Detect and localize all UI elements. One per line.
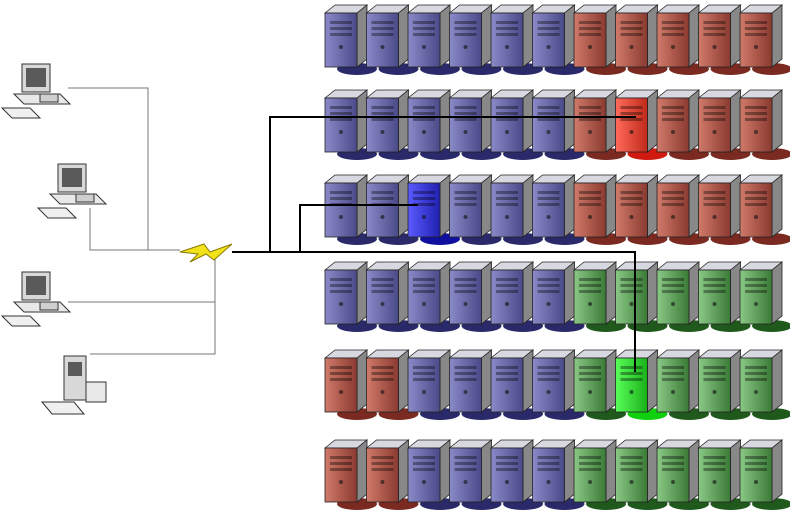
tower-server-icon[interactable] bbox=[738, 4, 790, 75]
server-row-3 bbox=[323, 174, 790, 245]
tower-server-icon[interactable] bbox=[572, 89, 626, 160]
tower-server-icon[interactable] bbox=[738, 439, 790, 510]
client-link-2 bbox=[89, 208, 180, 251]
tower-server-icon[interactable] bbox=[406, 89, 460, 160]
tower-server-icon[interactable] bbox=[323, 349, 377, 420]
server-row-4 bbox=[323, 261, 790, 332]
tower-server-icon[interactable] bbox=[489, 174, 543, 245]
server-grid bbox=[323, 4, 790, 510]
client-link-3 bbox=[68, 250, 216, 303]
tower-server-icon[interactable] bbox=[655, 89, 709, 160]
tower-server-icon[interactable] bbox=[738, 89, 790, 160]
tower-server-icon[interactable] bbox=[323, 4, 377, 75]
desktop-computer-icon[interactable] bbox=[0, 271, 72, 327]
tower-server-icon[interactable] bbox=[489, 89, 543, 160]
server-row-5 bbox=[323, 349, 790, 420]
tower-server-icon[interactable] bbox=[572, 349, 626, 420]
tower-computer-icon[interactable] bbox=[40, 355, 107, 415]
tower-server-icon[interactable] bbox=[406, 261, 460, 332]
server-row-6 bbox=[323, 439, 790, 510]
lightning-bolt-icon bbox=[179, 243, 233, 263]
tower-server-icon[interactable] bbox=[365, 4, 419, 75]
desktop-computer-icon[interactable] bbox=[0, 63, 72, 119]
tower-server-icon[interactable] bbox=[697, 349, 751, 420]
tower-server-icon[interactable] bbox=[365, 439, 419, 510]
client-links bbox=[68, 87, 216, 355]
server-row-2 bbox=[323, 89, 790, 160]
tower-server-icon[interactable] bbox=[531, 4, 585, 75]
connection-line-row3 bbox=[299, 204, 418, 252]
tower-server-icon[interactable] bbox=[697, 89, 751, 160]
tower-server-icon[interactable] bbox=[697, 4, 751, 75]
tower-server-icon[interactable] bbox=[738, 349, 790, 420]
server-connections bbox=[232, 116, 636, 372]
tower-server-icon[interactable] bbox=[572, 174, 626, 245]
server-row-1 bbox=[323, 4, 790, 75]
tower-server-icon[interactable] bbox=[614, 4, 668, 75]
tower-server-icon[interactable] bbox=[738, 174, 790, 245]
tower-server-icon[interactable] bbox=[406, 439, 460, 510]
client-link-4 bbox=[90, 302, 216, 355]
tower-server-icon[interactable] bbox=[572, 439, 626, 510]
desktop-computer-icon[interactable] bbox=[36, 163, 108, 219]
tower-server-icon[interactable] bbox=[406, 4, 460, 75]
tower-server-icon[interactable] bbox=[614, 89, 668, 160]
tower-server-icon[interactable] bbox=[489, 4, 543, 75]
tower-server-icon[interactable] bbox=[323, 89, 377, 160]
tower-server-icon[interactable] bbox=[448, 439, 502, 510]
tower-server-icon[interactable] bbox=[697, 439, 751, 510]
tower-server-icon[interactable] bbox=[614, 261, 668, 332]
client-computers bbox=[0, 63, 108, 415]
tower-server-icon[interactable] bbox=[572, 4, 626, 75]
tower-server-icon[interactable] bbox=[531, 174, 585, 245]
tower-server-icon[interactable] bbox=[489, 261, 543, 332]
tower-server-icon[interactable] bbox=[738, 261, 790, 332]
tower-server-icon[interactable] bbox=[489, 349, 543, 420]
tower-server-icon[interactable] bbox=[448, 4, 502, 75]
tower-server-icon[interactable] bbox=[489, 439, 543, 510]
connection-line-row5 bbox=[232, 251, 636, 372]
tower-server-icon[interactable] bbox=[448, 174, 502, 245]
